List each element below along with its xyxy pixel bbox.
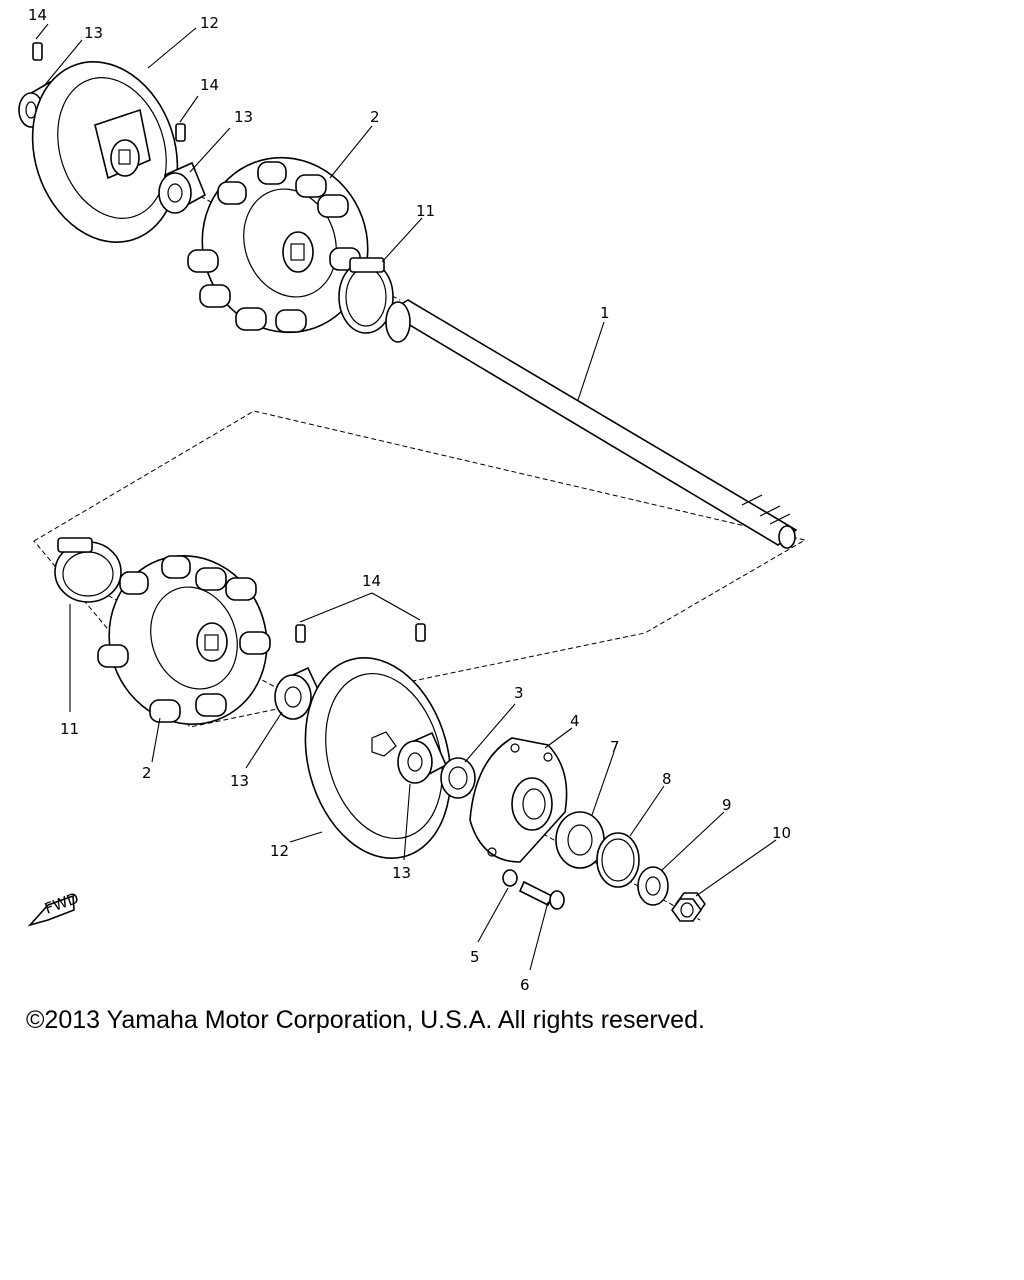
collar-part-13b xyxy=(158,161,207,214)
callout-14: 14 xyxy=(362,572,381,590)
shaft-part-1 xyxy=(385,299,798,549)
washer-part-9 xyxy=(637,866,669,906)
callout-3: 3 xyxy=(514,684,524,702)
leader-line xyxy=(529,901,549,971)
callout-13: 13 xyxy=(230,772,249,790)
callout-2: 2 xyxy=(142,764,152,782)
collar-part-13d xyxy=(397,731,448,784)
bearing-housing-part-4 xyxy=(469,737,568,863)
leader-line xyxy=(591,751,615,816)
callout-4: 4 xyxy=(570,712,580,730)
leader-line xyxy=(477,887,509,943)
leader-line xyxy=(43,39,83,87)
leader-line xyxy=(544,727,573,749)
set-screw-part-14b xyxy=(175,123,186,142)
clamp-part-11b xyxy=(54,537,122,603)
copyright-notice: ©2013 Yamaha Motor Corporation, U.S.A. A… xyxy=(26,1006,705,1034)
set-screw-part-14c xyxy=(295,624,306,643)
callout-8: 8 xyxy=(662,770,672,788)
leader-line xyxy=(577,321,605,401)
callout-2: 2 xyxy=(370,108,380,126)
set-screw-part-14d xyxy=(415,623,426,642)
leader-line xyxy=(289,831,323,843)
washer-part-5 xyxy=(502,869,518,887)
leader-line xyxy=(695,839,777,897)
leader-line xyxy=(329,125,373,179)
leader-line xyxy=(151,717,161,763)
idler-wheel-part-12 xyxy=(31,61,179,243)
leader-line xyxy=(464,703,516,763)
set-screw-part-14 xyxy=(32,42,43,61)
callout-12: 12 xyxy=(200,14,219,32)
clamp-part-11 xyxy=(338,257,394,334)
leader-line xyxy=(189,127,231,173)
callout-1: 1 xyxy=(600,304,610,322)
callout-7: 7 xyxy=(610,738,620,756)
forward-direction-arrow-icon: FWD xyxy=(27,889,81,927)
callout-14: 14 xyxy=(200,76,219,94)
sprocket-part-2 xyxy=(187,156,369,334)
callout-13: 13 xyxy=(234,108,253,126)
callout-11: 11 xyxy=(416,202,435,220)
leader-line xyxy=(147,27,197,69)
callout-10: 10 xyxy=(772,824,791,842)
reference-plane-outline xyxy=(33,410,807,728)
leader-line xyxy=(629,785,665,837)
leader-line xyxy=(245,711,283,769)
callout-13: 13 xyxy=(392,864,411,882)
exploded-parts-diagram: FWD 14 13 12 14 13 2 11 1 14 11 2 13 12 … xyxy=(18,6,807,994)
leader-line xyxy=(179,95,199,123)
callout-12: 12 xyxy=(270,842,289,860)
callout-14: 14 xyxy=(28,6,47,24)
leader-line xyxy=(35,23,49,40)
circlip-part-8 xyxy=(596,832,640,888)
bolt-part-6 xyxy=(518,880,565,910)
callout-6: 6 xyxy=(520,976,530,994)
callout-11: 11 xyxy=(60,720,79,738)
leader-line xyxy=(403,783,411,861)
seal-part-3 xyxy=(440,757,476,799)
leader-line xyxy=(661,811,725,871)
leader-line xyxy=(381,217,423,263)
leader-line xyxy=(299,592,373,623)
sprocket-part-2b xyxy=(97,554,271,726)
leader-line xyxy=(371,592,421,621)
callout-9: 9 xyxy=(722,796,732,814)
callout-13: 13 xyxy=(84,24,103,42)
callout-5: 5 xyxy=(470,948,480,966)
nut-part-10 xyxy=(671,892,706,922)
